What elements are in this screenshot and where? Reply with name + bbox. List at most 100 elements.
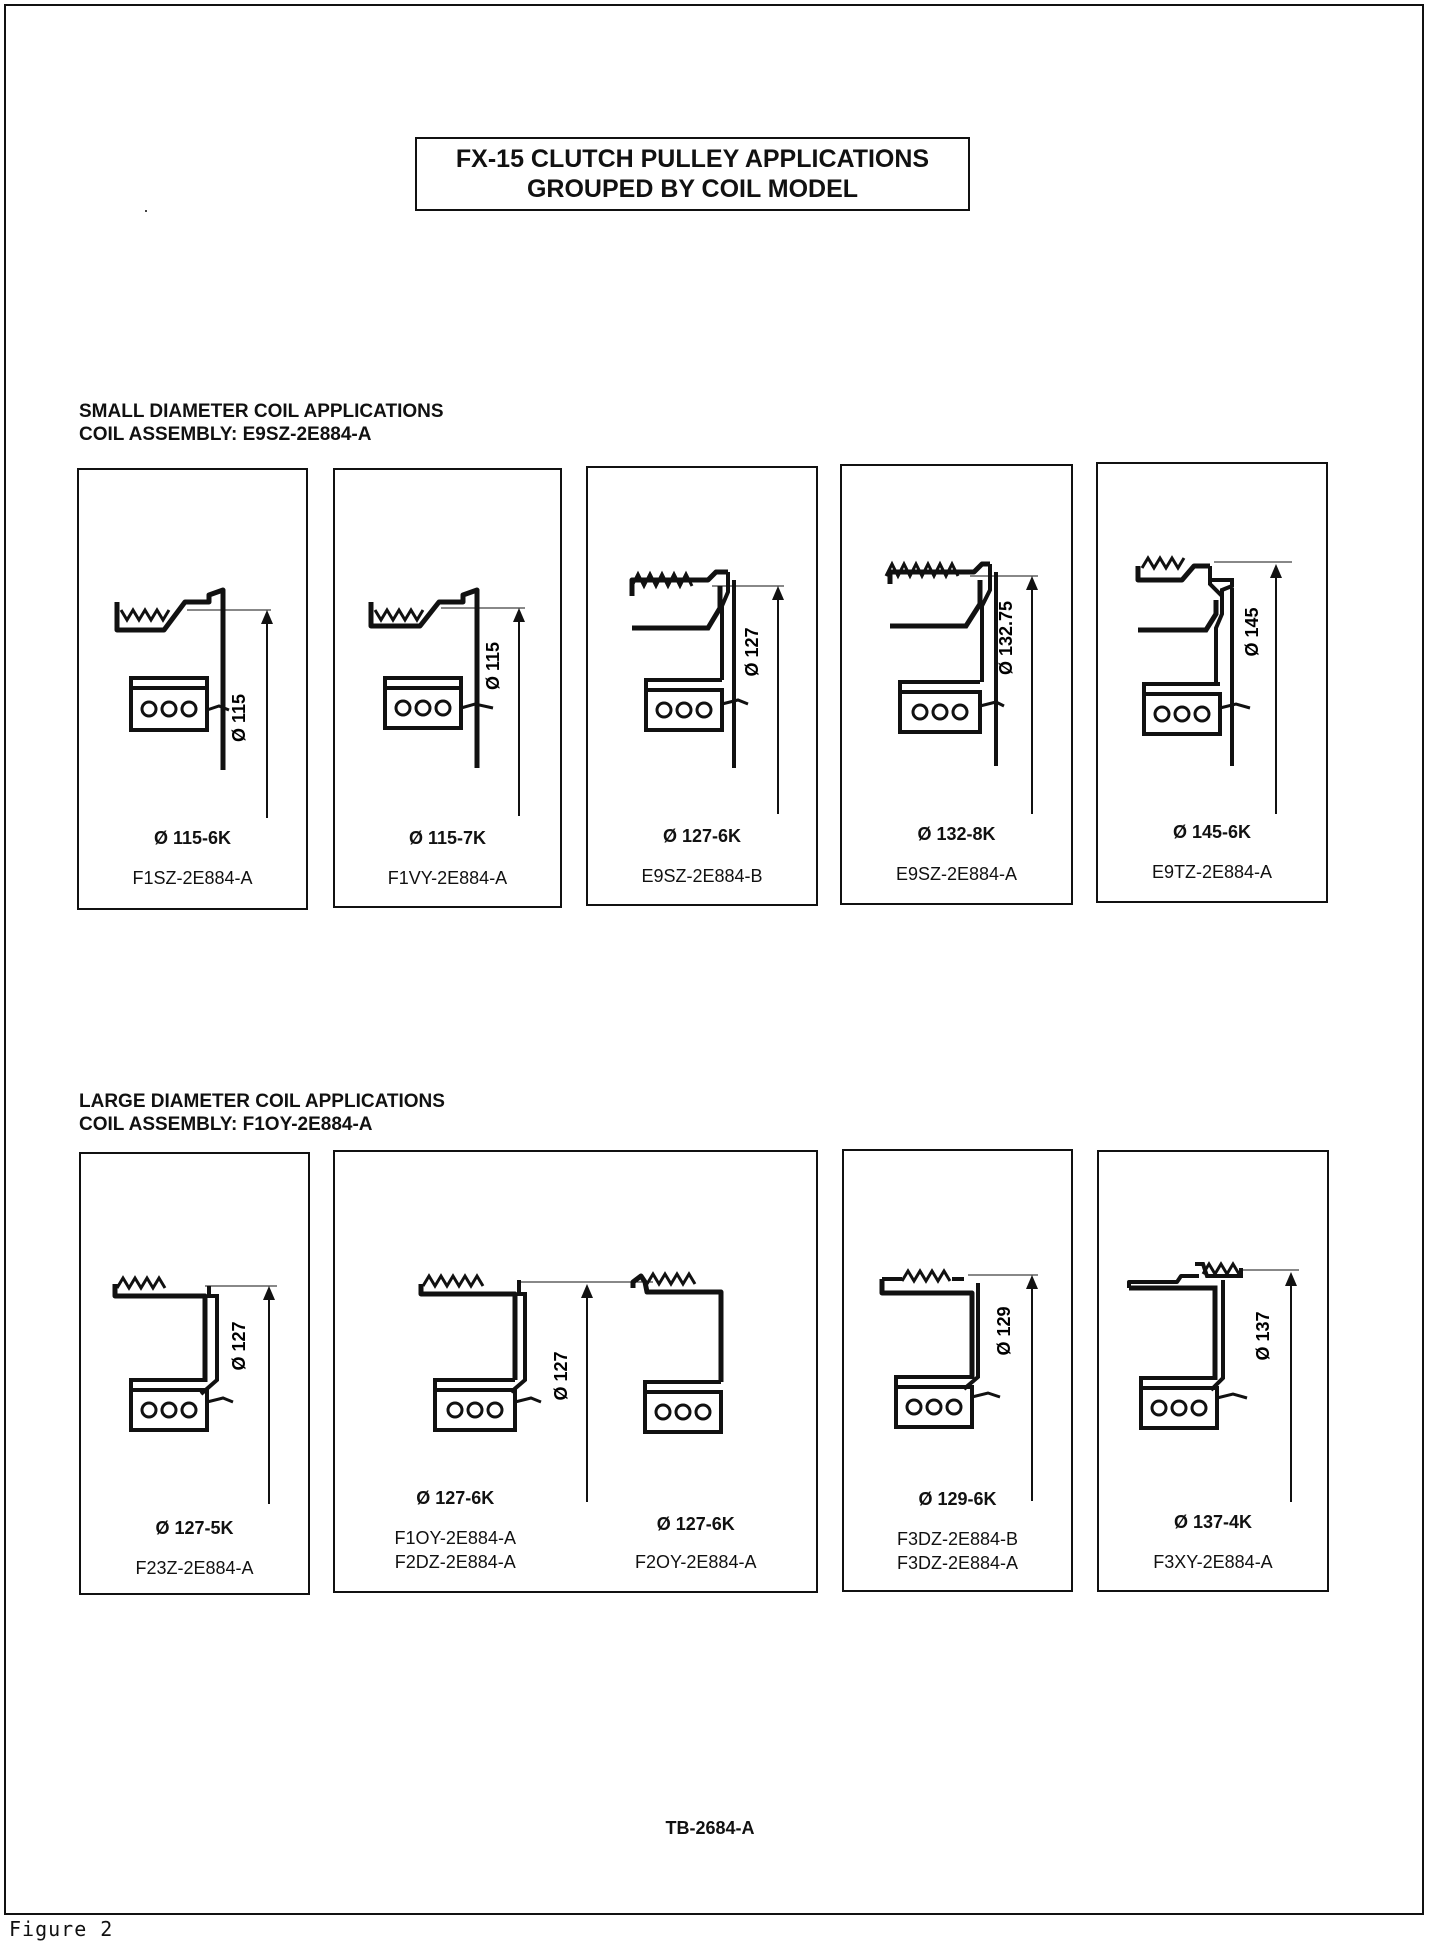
dim-label: Ø 132.75 — [996, 601, 1016, 675]
ball — [394, 699, 412, 717]
small-card-1: Ø 115 Ø 115-6K F1SZ-2E884-A — [77, 468, 308, 910]
pulley-profile — [630, 1273, 724, 1382]
flange — [1208, 566, 1234, 601]
dim-arrow — [1285, 1272, 1297, 1286]
ball — [1153, 705, 1171, 723]
belt-grooves — [1201, 1261, 1241, 1277]
flange — [1195, 1262, 1243, 1278]
part-number: E9TZ-2E884-A — [1151, 862, 1273, 882]
dim-arrow — [581, 1284, 593, 1298]
ball — [1150, 1399, 1168, 1417]
dim-label: Ø 127 — [551, 1351, 571, 1400]
hub-wall — [383, 676, 463, 728]
dim-arrow — [263, 1286, 275, 1300]
belt-grooves — [373, 607, 425, 623]
size-label: Ø 132-8K — [917, 824, 996, 844]
ball — [140, 700, 158, 718]
retainer — [971, 1391, 1001, 1399]
title-line-2: GROUPED BY COIL MODEL — [526, 175, 859, 203]
dim-arrow — [1026, 576, 1038, 590]
pulley-profile — [887, 561, 990, 584]
ball — [486, 1401, 504, 1419]
belt-grooves — [115, 1275, 167, 1291]
dim-arrow — [772, 586, 784, 600]
dim-arrow — [1026, 1275, 1038, 1289]
ball — [654, 1403, 672, 1421]
pulley-diagram: Ø 115 — [368, 587, 525, 816]
small-heading-line-1: SMALL DIAMETER COIL APPLICATIONS — [79, 401, 444, 422]
ball — [446, 1401, 464, 1419]
dim-arrow — [261, 610, 273, 624]
bearing — [1142, 692, 1222, 736]
bearing — [129, 1388, 209, 1432]
ball — [434, 699, 452, 717]
retainer — [1216, 1392, 1248, 1400]
ball — [945, 1398, 963, 1416]
title-line-1: FX-15 CLUTCH PULLEY APPLICATIONS — [455, 145, 930, 173]
ball — [180, 700, 198, 718]
flange — [890, 580, 983, 629]
flange — [632, 586, 723, 631]
dim-arrow — [513, 608, 525, 622]
small-card-3: Ø 127 Ø 127-6K E9SZ-2E884-B — [586, 466, 818, 906]
size-label: Ø 127-5K — [155, 1518, 234, 1538]
size-label: Ø 137-4K — [1173, 1512, 1253, 1532]
hub-wall — [433, 1378, 515, 1390]
pulley-profile — [112, 1284, 208, 1382]
part-number-2: F3DZ-2E884-A — [896, 1553, 1019, 1573]
size-label: Ø 145-6K — [1172, 822, 1252, 842]
retainer — [721, 698, 749, 706]
ball — [931, 703, 949, 721]
hub-wall — [1142, 682, 1220, 694]
large-card-4: Ø 137 Ø 137-4K F3XY-2E884-A — [1097, 1150, 1329, 1592]
small-heading-line-2: COIL ASSEMBLY: E9SZ-2E884-A — [79, 424, 372, 445]
part-number: F1VY-2E884-A — [387, 868, 508, 888]
ball — [160, 1401, 178, 1419]
large-section-heading: LARGE DIAMETER COIL APPLICATIONS COIL AS… — [79, 1090, 445, 1136]
ball — [140, 1401, 158, 1419]
belt-grooves — [900, 1268, 952, 1284]
small-card-2: Ø 115 Ø 115-7K F1VY-2E884-A — [333, 468, 562, 908]
large-card-2: Ø 127 Ø 127-6K F1OY-2E884-A F2DZ-2E884-A… — [333, 1150, 818, 1593]
bearing — [643, 1390, 723, 1434]
ball — [1190, 1399, 1208, 1417]
hub-wall — [129, 1378, 207, 1390]
belt-grooves — [421, 1273, 485, 1289]
pulley-diagram: Ø 132.75 — [884, 560, 1038, 814]
dim-label: Ø 137 — [1253, 1311, 1273, 1360]
web — [720, 572, 730, 680]
bearing — [898, 690, 982, 734]
pulley-diagram: Ø 127 — [629, 569, 784, 814]
ball — [675, 701, 693, 719]
ball — [695, 701, 713, 719]
ball — [160, 700, 178, 718]
pulley-profile — [368, 587, 480, 768]
ball — [180, 1401, 198, 1419]
dim-label: Ø 127 — [742, 627, 762, 676]
hub-wall — [509, 1280, 527, 1394]
page-border — [4, 4, 1424, 1915]
pulley-profile — [1135, 563, 1210, 583]
part-number: F23Z-2E884-A — [135, 1558, 254, 1578]
ball — [925, 1398, 943, 1416]
large-heading-line-1: LARGE DIAMETER COIL APPLICATIONS — [79, 1091, 445, 1112]
right-part-number: F2OY-2E884-A — [635, 1552, 757, 1572]
web — [1214, 596, 1224, 684]
ball — [466, 1401, 484, 1419]
dim-label: Ø 115 — [483, 642, 503, 690]
hub-wall — [1139, 1376, 1217, 1388]
belt-grooves — [119, 607, 171, 623]
pulley-profile — [418, 1284, 518, 1380]
flange — [1129, 1285, 1218, 1380]
hub-wall — [199, 1286, 219, 1396]
size-label: Ø 129-6K — [918, 1489, 997, 1509]
bearing — [644, 688, 724, 732]
belt-grooves — [645, 1271, 697, 1287]
bearing — [894, 1385, 974, 1429]
left-size-label: Ø 127-6K — [416, 1488, 495, 1508]
speck — [145, 210, 147, 212]
hub-wall — [894, 1375, 972, 1387]
belt-grooves — [630, 570, 694, 590]
document-code: TB-2684-A — [665, 1818, 755, 1838]
ball — [1193, 705, 1211, 723]
